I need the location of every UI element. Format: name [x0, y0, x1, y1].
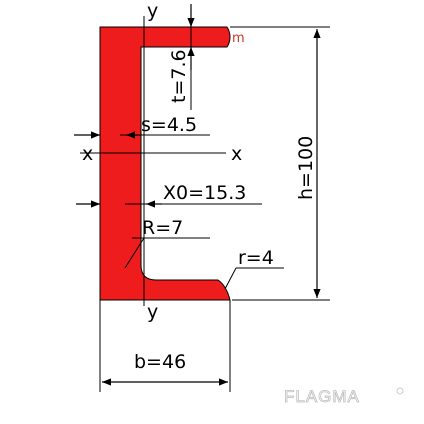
flange-tip-radius-label: r=4: [238, 247, 274, 269]
red-text-fragment: m: [232, 31, 245, 46]
axis-x-left-label: x: [82, 143, 93, 165]
height-label: h=100: [295, 136, 317, 200]
axis-x-right-label: x: [231, 143, 242, 165]
watermark-text: FLAGMA: [284, 387, 360, 406]
tip-r-leader-diag: [224, 267, 237, 290]
watermark-mark-icon: [396, 387, 404, 395]
axis-y-top-label: y: [147, 0, 158, 22]
web-thickness-label: s=4.5: [141, 114, 197, 136]
channel-profile: [99, 26, 231, 301]
centroid-offset-label: X0=15.3: [163, 182, 246, 204]
width-label: b=46: [134, 351, 186, 373]
r-leader-diag: [124, 237, 145, 269]
flange-thickness-label: t=7.6: [168, 49, 190, 103]
axis-y-bottom-label: y: [147, 301, 158, 323]
inner-radius-label: R=7: [142, 217, 183, 239]
